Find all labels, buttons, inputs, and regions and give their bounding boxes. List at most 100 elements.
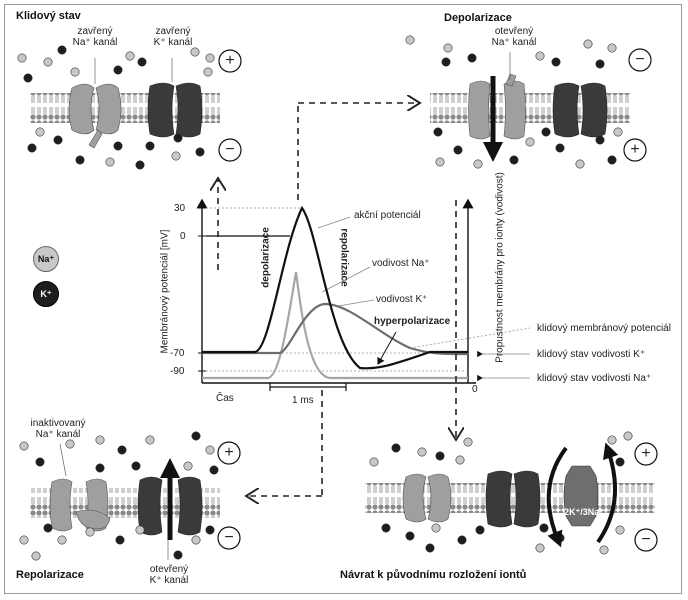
k-ion — [75, 155, 85, 165]
k-ion — [23, 73, 33, 83]
hyper-arrow — [377, 331, 397, 365]
na-ion — [575, 159, 585, 169]
closed-na-channel — [68, 83, 122, 149]
na-ion — [203, 67, 213, 77]
na-ion — [183, 461, 193, 471]
legend-na: Na⁺ — [33, 246, 59, 272]
sign-minus-rest: − — [225, 141, 235, 158]
k-ion — [113, 141, 123, 151]
closed-na-channel-return — [402, 473, 452, 523]
na-ion — [417, 447, 427, 457]
label-action-potential: akční potenciál — [354, 210, 421, 221]
na-ion — [35, 127, 45, 137]
sign-plus-depol: + — [630, 141, 640, 158]
pump-k-arrow — [596, 442, 619, 544]
open-k-channel — [137, 476, 203, 536]
k-ion — [113, 65, 123, 75]
na-ion — [43, 57, 53, 67]
k-ion — [475, 525, 485, 535]
k-ion — [433, 127, 443, 137]
na-ion — [31, 551, 41, 561]
na-ion — [85, 527, 95, 537]
na-ion — [190, 47, 200, 57]
leader-lines — [59, 52, 511, 560]
y-axis-left-label: Membránový potenciál [mV] — [159, 229, 171, 354]
na-ion — [19, 535, 29, 545]
action-potential-curve — [202, 205, 468, 370]
na-ion — [599, 545, 609, 555]
label-rest-potential: klidový membránový potenciál — [537, 323, 671, 334]
ytick-30: 30 — [174, 203, 186, 214]
na-ion — [455, 455, 465, 465]
na-ion — [613, 127, 623, 137]
na-ion — [205, 53, 215, 63]
inactivated-na-channel — [49, 478, 111, 532]
label-rest-k: klidový stav vodivosti K⁺ — [537, 349, 646, 360]
sign-minus-depol: − — [635, 51, 645, 68]
na-ion — [535, 51, 545, 61]
k-ion — [57, 45, 67, 55]
na-ion — [65, 439, 75, 449]
sign-minus-repol: − — [224, 529, 234, 546]
ytick-0: 0 — [180, 231, 186, 242]
scale-bar-label: 1 ms — [292, 395, 314, 406]
k-ion — [615, 457, 625, 467]
k-ion — [425, 543, 435, 553]
k-ion — [391, 443, 401, 453]
k-conductance-curve — [202, 302, 469, 356]
right-axis-zero: 0 — [472, 384, 478, 395]
na-ion — [17, 53, 27, 63]
x-axis-label: Čas — [216, 393, 234, 404]
label-k-conductance: vodivost K⁺ — [376, 294, 428, 305]
k-ion — [555, 143, 565, 153]
na-ion — [145, 435, 155, 445]
k-ion — [457, 535, 467, 545]
k-ion — [541, 127, 551, 137]
label-rest-na: klidový stav vodivosti Na⁺ — [537, 373, 652, 384]
na-ion — [431, 523, 441, 533]
k-ion — [205, 525, 215, 535]
na-ion — [535, 543, 545, 553]
phase-depolarization: depolarizace — [260, 227, 272, 288]
na-ion — [369, 457, 379, 467]
legend-k: K⁺ — [33, 281, 59, 307]
na-ion — [607, 43, 617, 53]
na-conductance-curve — [202, 271, 468, 380]
closed-k-channel-return — [485, 470, 541, 528]
y-axis-right-label: Propustnost membrány pro ionty (vodivost… — [494, 172, 506, 363]
na-ion — [615, 525, 625, 535]
k-ion — [453, 145, 463, 155]
k-ion — [435, 451, 445, 461]
na-ion — [57, 535, 67, 545]
k-ion — [115, 535, 125, 545]
k-ion — [117, 445, 127, 455]
title-depolarization: Depolarizace — [444, 12, 512, 24]
na-ion — [95, 435, 105, 445]
k-ion — [551, 57, 561, 67]
outer-frame — [4, 4, 682, 594]
title-rest: Klidový stav — [16, 10, 81, 22]
open-na-channel — [468, 73, 526, 140]
title-return: Návrat k původnímu rozložení iontů — [340, 569, 527, 581]
reference-lines — [206, 207, 531, 372]
k-ion — [95, 463, 105, 473]
sign-plus-repol: + — [224, 444, 234, 461]
k-ion — [173, 133, 183, 143]
na-ion — [463, 437, 473, 447]
na-ion — [135, 525, 145, 535]
na-ion — [473, 159, 483, 169]
na-ion — [105, 157, 115, 167]
k-ion — [43, 523, 53, 533]
pump-na-arrow — [546, 446, 568, 548]
k-ion — [137, 57, 147, 67]
k-ion — [381, 523, 391, 533]
na-ion — [623, 431, 633, 441]
k-ion — [607, 155, 617, 165]
na-ion — [583, 39, 593, 49]
